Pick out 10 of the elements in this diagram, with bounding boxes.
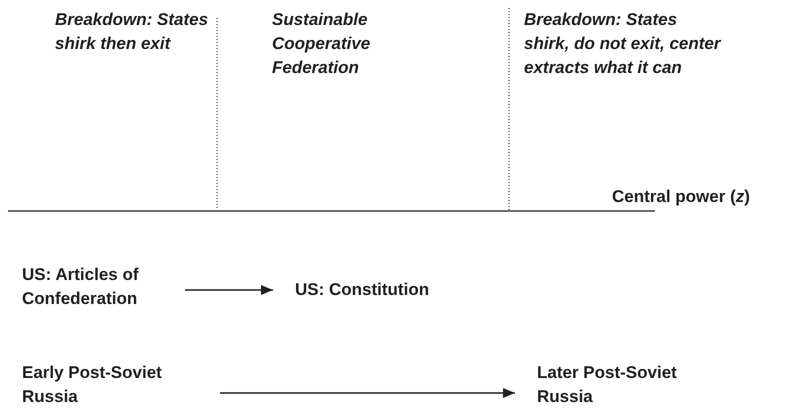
region-heading: Breakdown: States shirk then exit [55,9,210,55]
node-text: US: Articles of Confederation [22,263,177,311]
region-heading: Sustainable Cooperative Federation [272,9,372,79]
node-text: US: Constitution [295,278,515,302]
node-text: Early Post-Soviet Russia [22,361,212,409]
axis-label: Central power (z) [612,186,751,208]
arrow [220,388,515,398]
arrow [185,285,273,295]
node-text: Later Post-Soviet Russia [537,361,727,409]
region-heading: Breakdown: States shirk, do not exit, center extracts what it can [524,9,722,79]
